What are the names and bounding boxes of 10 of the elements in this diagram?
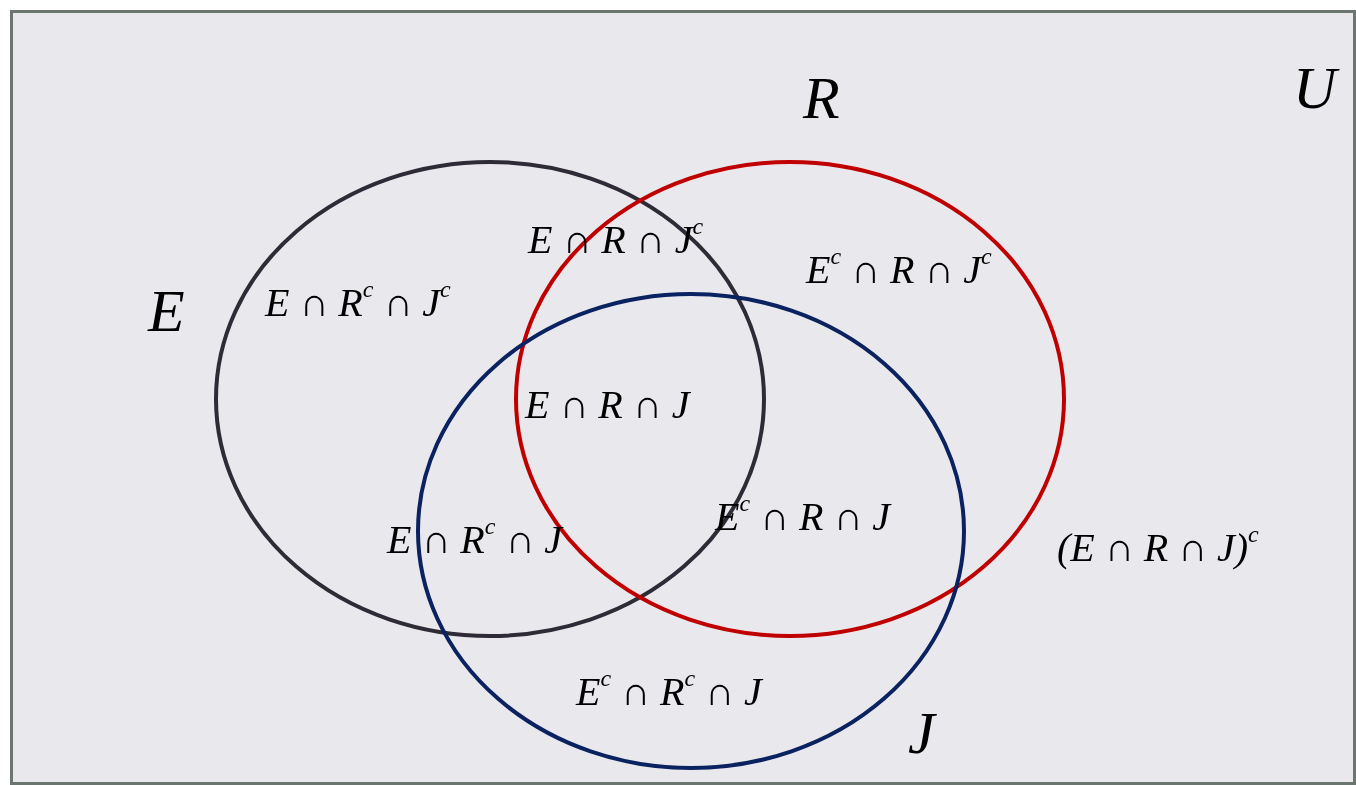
region-label: E ∩ R ∩ J bbox=[525, 385, 690, 425]
set-name: J bbox=[908, 703, 935, 763]
set-name: E bbox=[148, 281, 185, 341]
region-label: (E ∩ R ∩ J)$^{c}$ bbox=[1057, 528, 1259, 568]
region-label: E$^{c}$ ∩ R$^{c}$ ∩ J bbox=[576, 672, 762, 712]
universe-rectangle bbox=[10, 10, 1356, 785]
set-name: R bbox=[803, 68, 840, 128]
region-label: E$^{c}$ ∩ R ∩ J$^{c}$ bbox=[806, 250, 992, 290]
region-label: E ∩ R$^{c}$ ∩ J bbox=[387, 520, 563, 560]
region-label: E ∩ R$^{c}$ ∩ J$^{c}$ bbox=[265, 283, 451, 323]
